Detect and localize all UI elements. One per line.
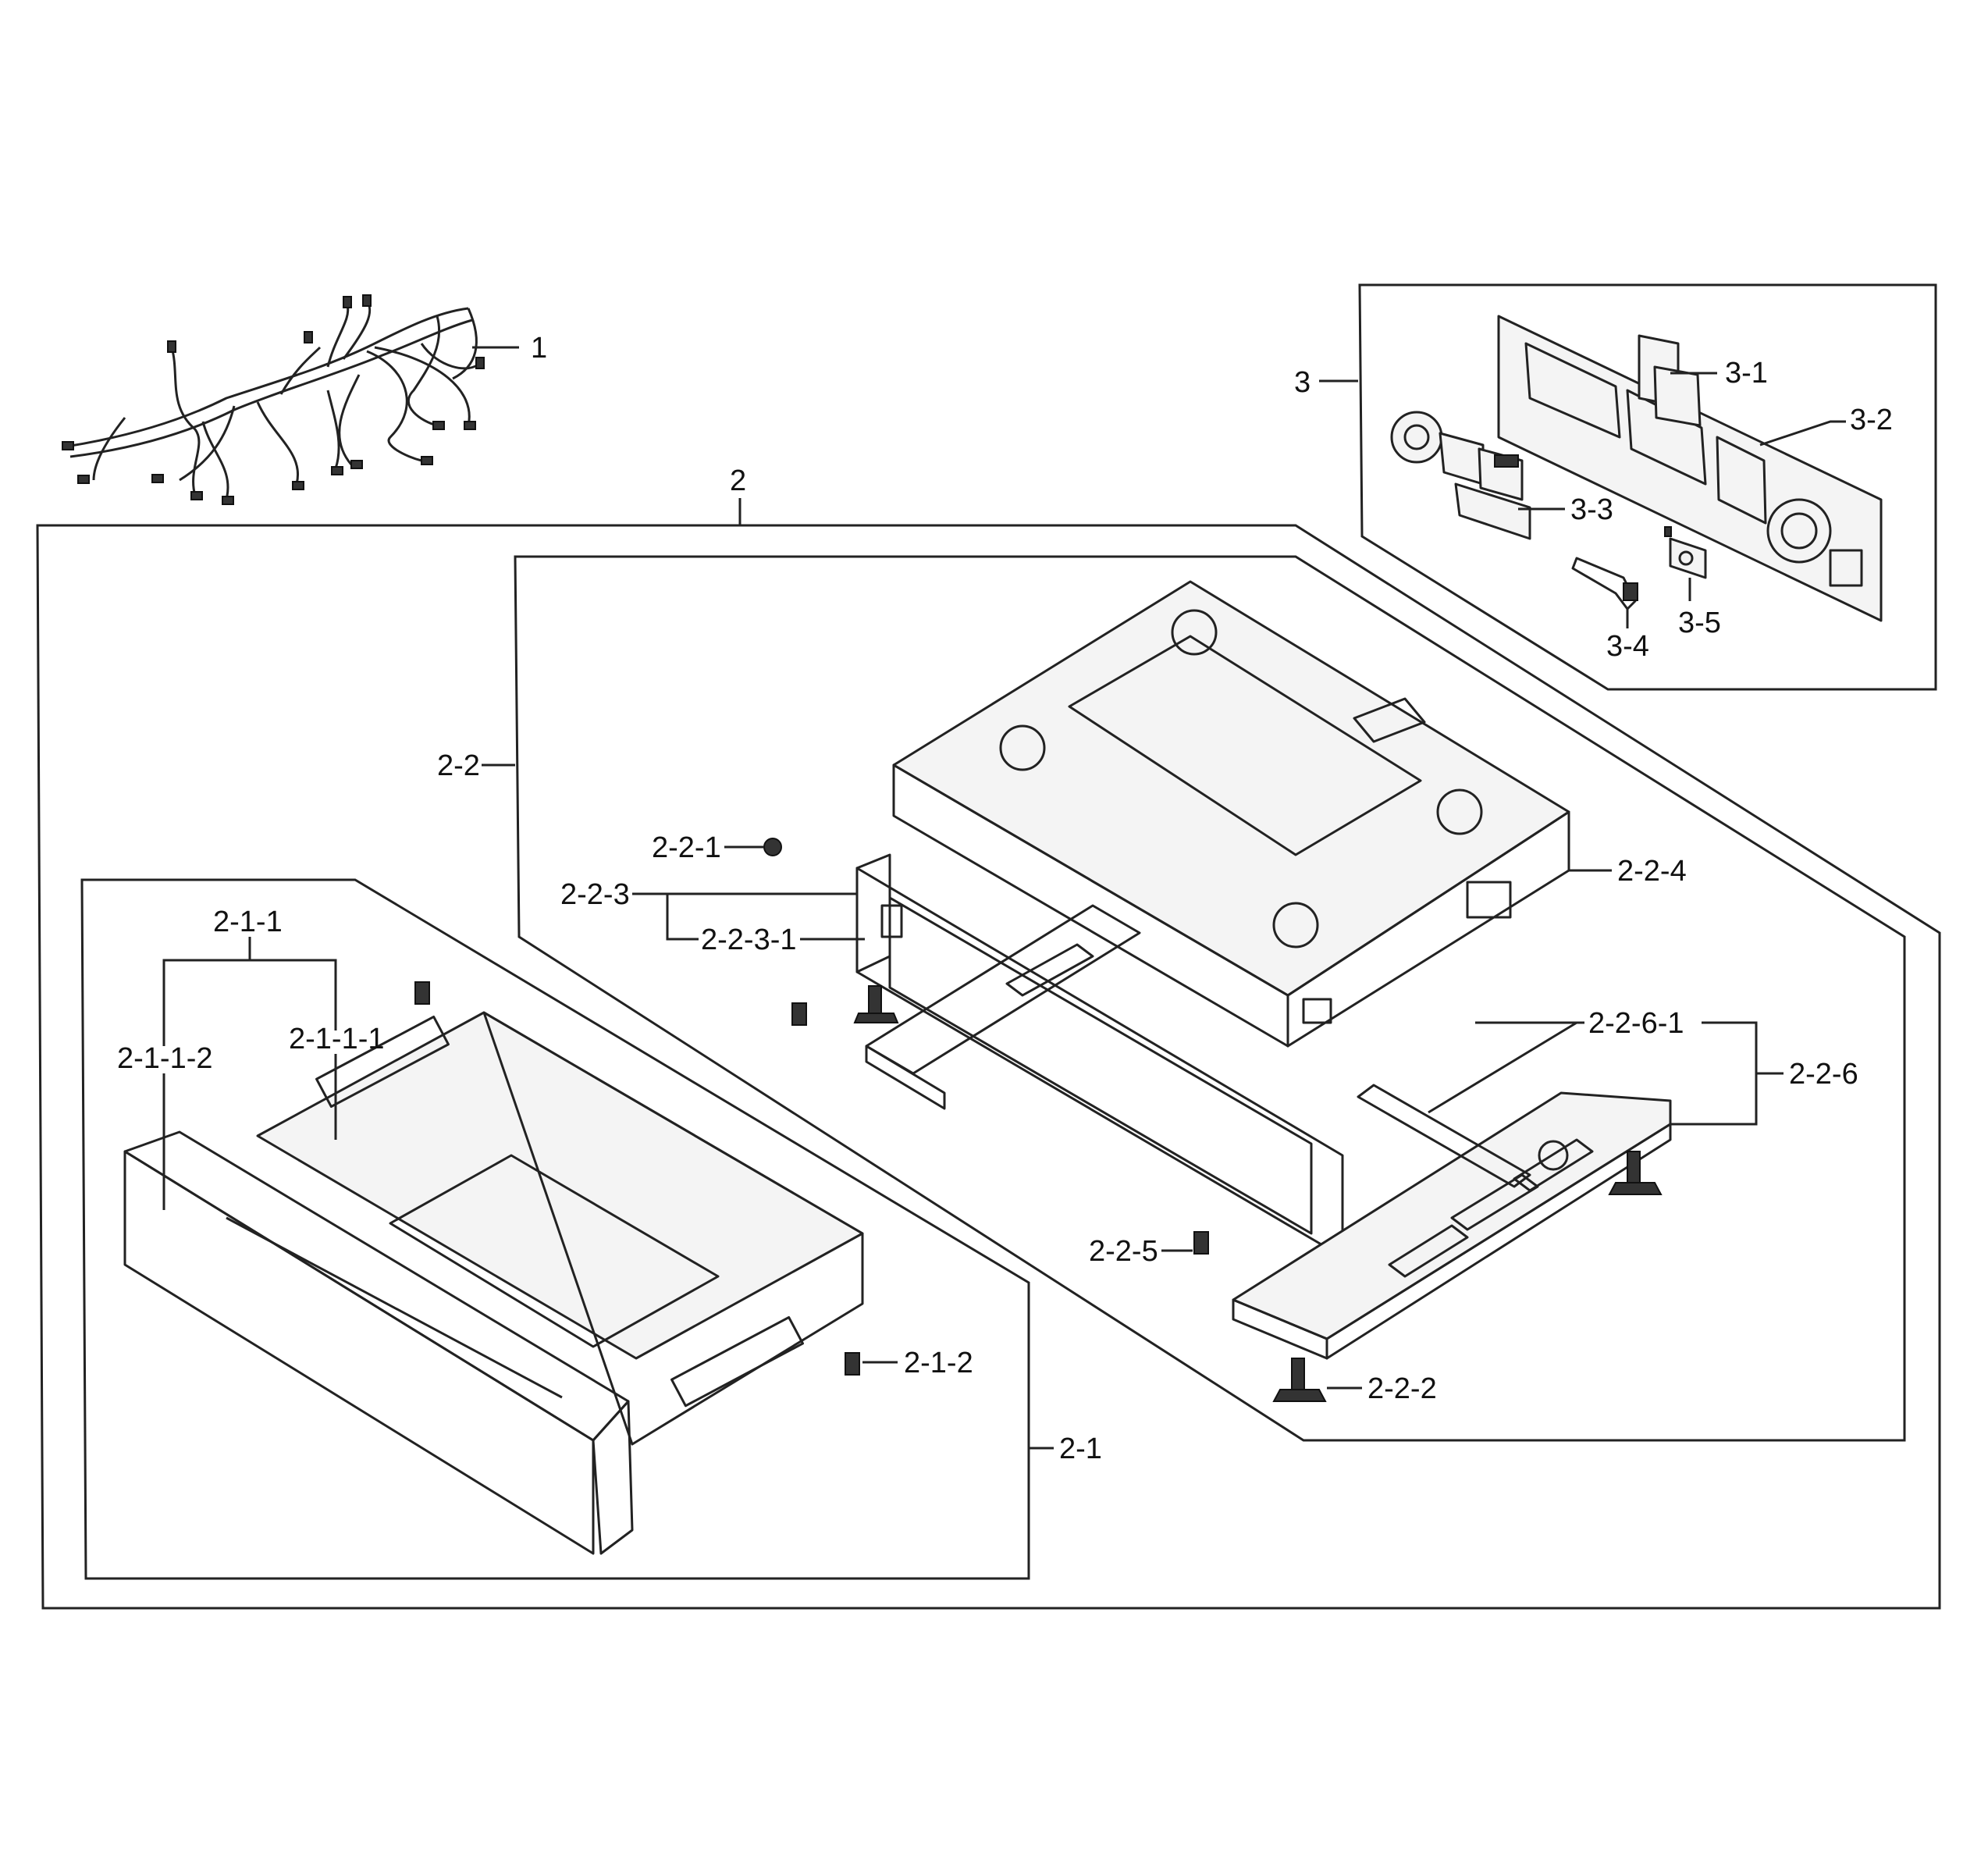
callout-2-1-1-1: 2-1-1-1 xyxy=(289,1023,385,1055)
callout-2-2: 2-2 xyxy=(437,749,480,782)
control-bracket-drawing xyxy=(1390,315,1883,622)
boundary-group-2 xyxy=(36,524,1941,1610)
callout-2-2-6-1: 2-2-6-1 xyxy=(1588,1007,1684,1040)
pedestal-frame-drawing xyxy=(763,580,1672,1402)
callout-2-1-1-2: 2-1-1-2 xyxy=(117,1042,213,1075)
callout-3-5: 3-5 xyxy=(1678,607,1721,639)
callout-3: 3 xyxy=(1294,366,1311,399)
callout-2-2-5: 2-2-5 xyxy=(1089,1235,1158,1268)
boundary-group-3 xyxy=(1358,283,1937,691)
callout-3-1: 3-1 xyxy=(1725,357,1768,390)
callout-3-2: 3-2 xyxy=(1850,404,1893,436)
leveling-foot xyxy=(1272,1358,1327,1402)
callout-2-2-6: 2-2-6 xyxy=(1789,1058,1858,1091)
callout-2-2-3: 2-2-3 xyxy=(560,878,630,911)
callout-2-2-3-1: 2-2-3-1 xyxy=(701,924,797,956)
boundary-group-2-1 xyxy=(80,878,1030,1580)
boundary-group-2-2 xyxy=(514,555,1906,1442)
callout-2-1-1: 2-1-1 xyxy=(213,906,283,938)
leveling-foot xyxy=(1608,1151,1663,1195)
callout-1: 1 xyxy=(531,332,547,365)
callout-2-2-2: 2-2-2 xyxy=(1367,1372,1437,1405)
drawer-drawing xyxy=(123,981,864,1555)
wire-harness-drawing xyxy=(62,294,485,505)
callout-3-4: 3-4 xyxy=(1606,630,1649,663)
callout-2-1: 2-1 xyxy=(1059,1433,1102,1465)
callout-3-3: 3-3 xyxy=(1570,493,1613,526)
callout-2: 2 xyxy=(730,464,746,497)
callout-2-2-4: 2-2-4 xyxy=(1617,855,1687,888)
callout-2-2-1: 2-2-1 xyxy=(652,831,721,864)
leveling-foot xyxy=(853,985,899,1023)
callout-2-1-2: 2-1-2 xyxy=(904,1347,973,1379)
leader-lines xyxy=(162,346,1846,1450)
